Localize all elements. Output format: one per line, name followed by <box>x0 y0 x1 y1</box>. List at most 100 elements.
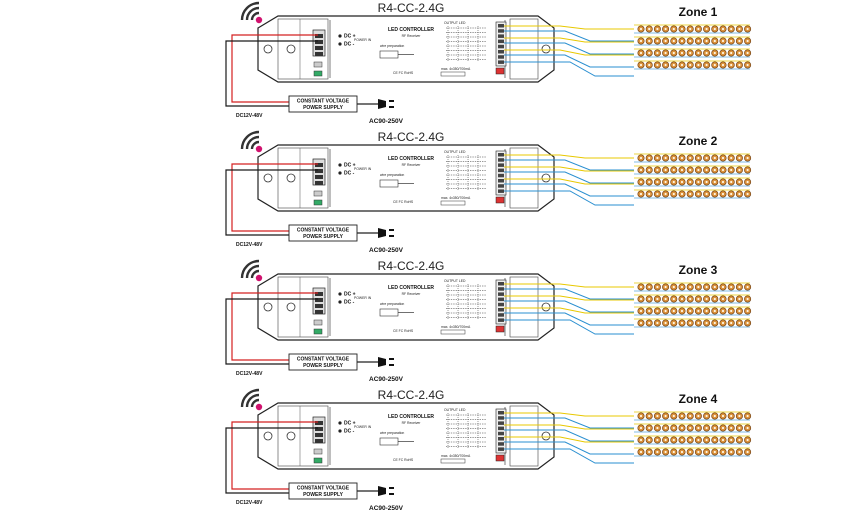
zone-label: Zone 2 <box>679 134 718 148</box>
output-led-label: OUTPUT LED <box>444 279 466 283</box>
wireless-signal-icon <box>240 1 263 24</box>
black-wire <box>225 298 318 365</box>
red-wire <box>231 163 318 232</box>
psu-line2: POWER SUPPLY <box>303 234 343 240</box>
output-wire <box>504 319 634 335</box>
led-array <box>634 411 752 457</box>
output-wire <box>504 183 634 197</box>
max-current-label: max. 4x350/700mA <box>441 325 471 329</box>
dc-plus-label: DC + <box>344 163 356 169</box>
red-wire <box>231 34 318 103</box>
controller-label: LED CONTROLLER <box>388 285 434 291</box>
zone-label: Zone 3 <box>679 263 718 277</box>
ac-plug-icon <box>357 486 394 496</box>
ac-range-label: AC90-250V <box>369 247 404 254</box>
output-wire <box>504 171 634 184</box>
dc-minus-label: DC - <box>344 171 355 177</box>
controller-module: R4-CC-2.4G DC + DC -POWER IN LED CONTROLLER… <box>225 388 752 512</box>
wire-prep-label: wire preparation <box>380 431 404 435</box>
psu-line2: POWER SUPPLY <box>303 492 343 498</box>
controller-module: R4-CC-2.4G DC + DC -POWER IN LED CONTROLLER… <box>225 259 752 383</box>
controller-label: LED CONTROLLER <box>388 414 434 420</box>
output-wire <box>504 307 634 314</box>
ac-plug-icon <box>357 228 394 238</box>
output-led-label: OUTPUT LED <box>444 150 466 154</box>
output-wire <box>504 300 634 313</box>
wire-prep-label: wire preparation <box>380 302 404 306</box>
output-wire <box>504 429 634 442</box>
max-current-label: max. 4x350/700mA <box>441 67 471 71</box>
ce-label: CE FC RoHS <box>393 71 414 75</box>
receiver-label: RF Receiver <box>402 163 422 167</box>
output-wire <box>504 412 634 417</box>
power-in-label: POWER IN <box>354 296 372 300</box>
psu-line2: POWER SUPPLY <box>303 105 343 111</box>
ac-plug-icon <box>357 357 394 367</box>
power-in-label: POWER IN <box>354 167 372 171</box>
dc-plus-label: DC + <box>344 421 356 427</box>
model-title: R4-CC-2.4G <box>378 388 445 402</box>
output-wire <box>504 42 634 55</box>
ce-label: CE FC RoHS <box>393 200 414 204</box>
receiver-label: RF Receiver <box>402 292 422 296</box>
output-wire <box>504 441 634 455</box>
output-led-label: OUTPUT LED <box>444 21 466 25</box>
output-wire <box>504 288 634 300</box>
dc-range-label: DC12V-48V <box>236 242 263 248</box>
wireless-signal-icon <box>240 130 263 153</box>
receiver-label: RF Receiver <box>402 34 422 38</box>
max-current-label: max. 4x350/700mA <box>441 454 471 458</box>
controller-label: LED CONTROLLER <box>388 156 434 162</box>
ac-range-label: AC90-250V <box>369 118 404 125</box>
power-in-label: POWER IN <box>354 38 372 42</box>
max-current-label: max. 4x350/700mA <box>441 196 471 200</box>
psu-line2: POWER SUPPLY <box>303 363 343 369</box>
output-wire <box>504 424 634 430</box>
black-wire <box>225 40 318 107</box>
led-array <box>634 24 752 70</box>
wire-prep-label: wire preparation <box>380 44 404 48</box>
output-wire <box>504 312 634 326</box>
power-in-label: POWER IN <box>354 425 372 429</box>
output-wire <box>504 49 634 56</box>
output-wire <box>504 25 634 30</box>
output-wire <box>504 190 634 206</box>
psu-line1: CONSTANT VOLTAGE <box>297 357 350 363</box>
output-wire <box>504 178 634 185</box>
output-wire <box>504 30 634 42</box>
dc-minus-label: DC - <box>344 42 355 48</box>
output-wire <box>504 61 634 77</box>
output-led-label: OUTPUT LED <box>444 408 466 412</box>
dc-minus-label: DC - <box>344 429 355 435</box>
model-title: R4-CC-2.4G <box>378 130 445 144</box>
black-wire <box>225 427 318 494</box>
output-wire <box>504 54 634 68</box>
led-array <box>634 282 752 328</box>
wire-prep-label: wire preparation <box>380 173 404 177</box>
output-wire <box>504 295 634 301</box>
output-wire <box>504 37 634 43</box>
output-wire <box>504 166 634 172</box>
ac-plug-icon <box>357 99 394 109</box>
output-wire <box>504 283 634 288</box>
output-wire <box>504 154 634 159</box>
led-array <box>634 153 752 199</box>
red-wire <box>231 292 318 361</box>
black-wire <box>225 169 318 236</box>
dc-minus-label: DC - <box>344 300 355 306</box>
dc-range-label: DC12V-48V <box>236 500 263 506</box>
red-wire <box>231 421 318 490</box>
model-title: R4-CC-2.4G <box>378 1 445 15</box>
dc-plus-label: DC + <box>344 292 356 298</box>
ce-label: CE FC RoHS <box>393 458 414 462</box>
psu-line1: CONSTANT VOLTAGE <box>297 486 350 492</box>
zone-label: Zone 1 <box>679 5 718 19</box>
model-title: R4-CC-2.4G <box>378 259 445 273</box>
controller-module: R4-CC-2.4G DC + DC -POWER IN LED CONTROLLER… <box>225 130 752 254</box>
dc-range-label: DC12V-48V <box>236 113 263 119</box>
